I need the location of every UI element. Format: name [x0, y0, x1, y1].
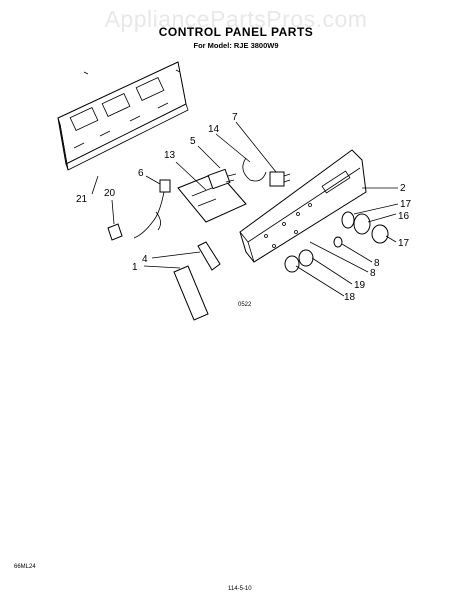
callout-8: 8	[370, 268, 376, 279]
figure-code: 0522	[238, 302, 252, 308]
callout-6: 8	[374, 258, 380, 269]
end-cap-part-1[interactable]	[173, 265, 209, 321]
callout-17: 17	[400, 199, 412, 210]
knob-part-19[interactable]	[298, 249, 314, 267]
footer-center: 114-5-10	[228, 586, 252, 592]
callout-16: 17	[398, 238, 410, 249]
control-panel-part-2[interactable]	[239, 149, 367, 263]
callout-13: 13	[164, 150, 176, 161]
callout-20: 20	[104, 188, 116, 199]
signal-light-part-4[interactable]	[133, 179, 171, 239]
knob-part-17[interactable]	[341, 211, 355, 229]
bracket-part-3[interactable]	[197, 241, 221, 271]
callout-7: 7	[232, 112, 238, 123]
callout-3: 4	[142, 254, 148, 265]
footer-left: 66ML24	[14, 564, 36, 570]
callout-19: 19	[354, 280, 366, 291]
switch-bracket-part-13[interactable]	[177, 171, 247, 223]
callout-4: 6	[138, 168, 144, 179]
leader-lines	[91, 121, 399, 297]
infinite-switch-part-7[interactable]	[242, 157, 291, 187]
knob-part-15[interactable]	[353, 213, 371, 235]
callout-1: 1	[132, 262, 138, 273]
knob-part-6[interactable]	[333, 236, 343, 248]
callout-21: 21	[76, 194, 88, 205]
callout-5: 5	[190, 136, 196, 147]
switch-part-5[interactable]	[207, 168, 237, 190]
callout-18: 18	[344, 292, 356, 303]
watermark: AppliancePartsPros.com	[104, 6, 368, 32]
callout-2: 2	[400, 183, 406, 194]
knob-part-16[interactable]	[371, 224, 389, 244]
page-title: CONTROL PANEL PARTS	[158, 25, 314, 39]
knob-part-18[interactable]	[284, 255, 300, 273]
connector-part-20[interactable]	[107, 223, 123, 241]
rear-panel-part-21[interactable]	[57, 61, 189, 171]
callout-15: 16	[398, 211, 410, 222]
callout-14: 14	[208, 124, 220, 135]
model-subtitle: For Model: RJE 3800W9	[193, 41, 279, 50]
